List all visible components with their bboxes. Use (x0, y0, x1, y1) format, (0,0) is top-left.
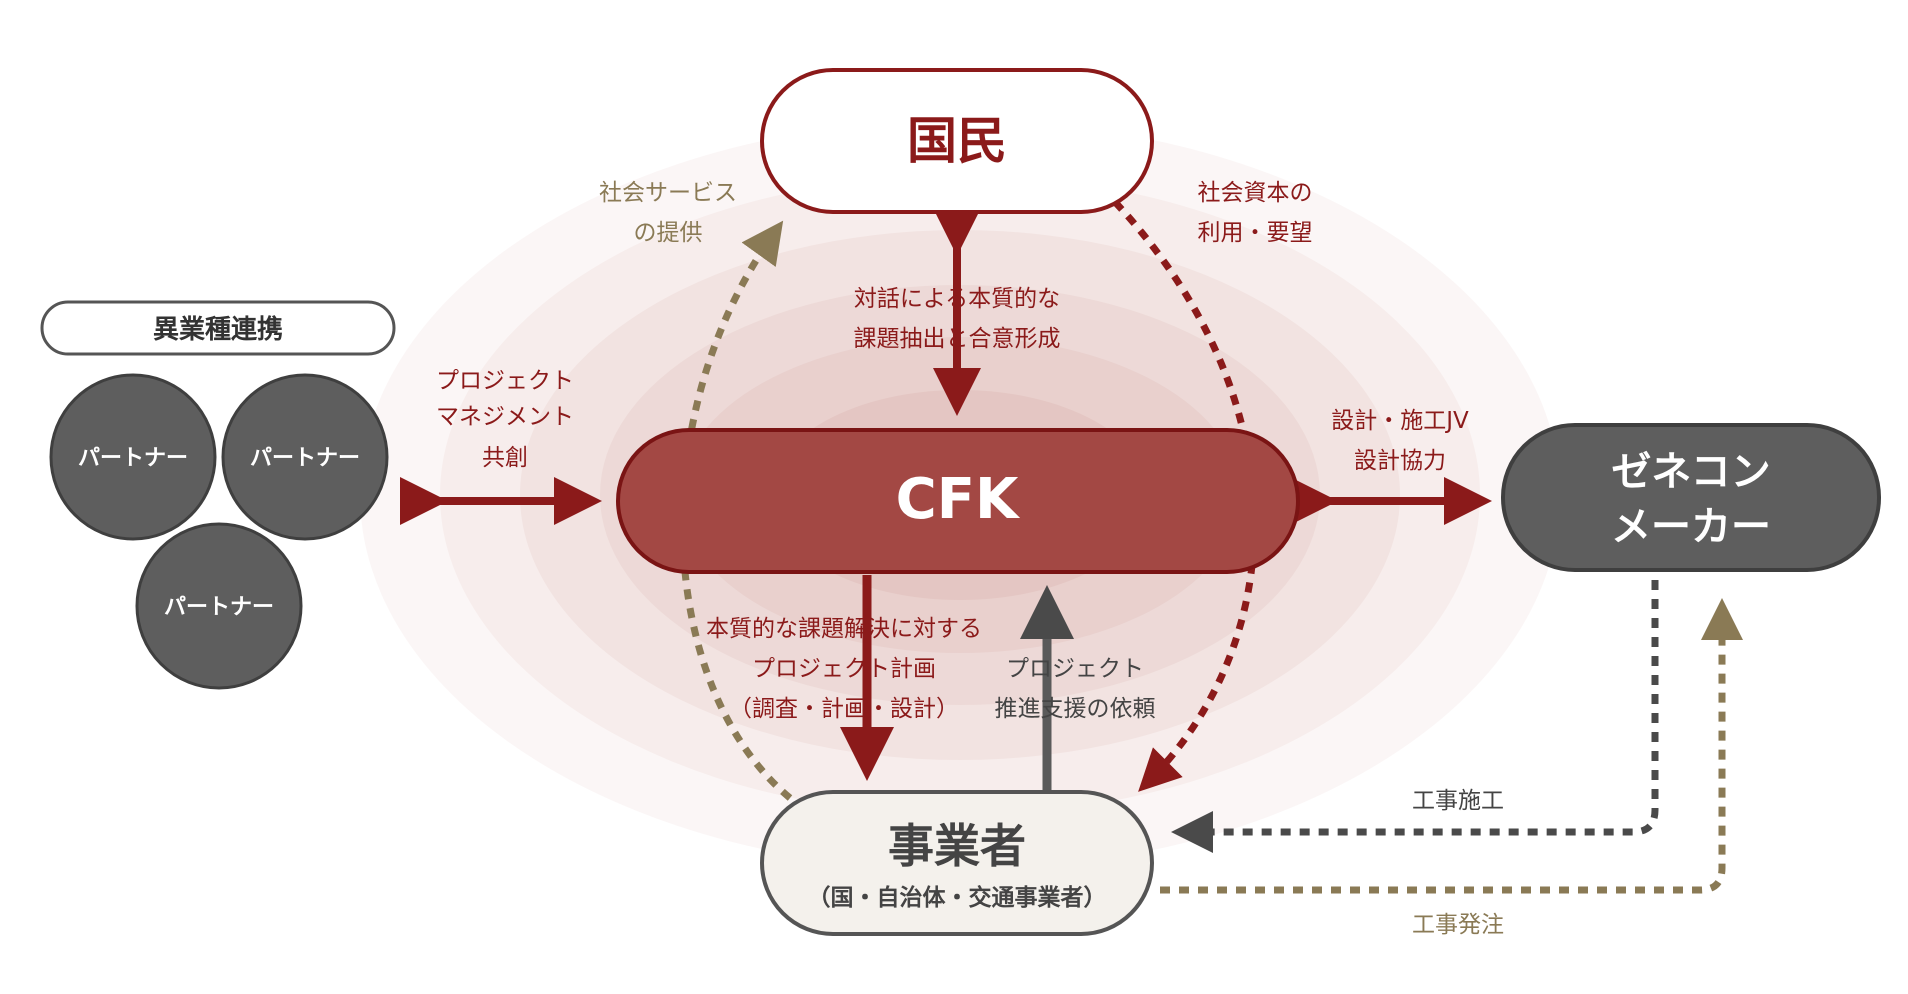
node-jigyosha-label: 事業者 (888, 819, 1026, 873)
node-zenecon: ゼネコン メーカー (1501, 423, 1881, 572)
svg-text:設計協力: 設計協力 (1354, 448, 1446, 474)
svg-text:対話による本質的な: 対話による本質的な (854, 286, 1060, 312)
svg-text:共創: 共創 (482, 445, 528, 471)
partner-label-1: パートナー (78, 446, 188, 471)
partner-label-2: パートナー (250, 446, 360, 471)
node-zenecon-label-1: ゼネコン (1611, 449, 1770, 495)
label-pm: プロジェクト マネジメント 共創 (436, 368, 574, 471)
node-zenecon-label-2: メーカー (1611, 504, 1771, 550)
label-capital: 社会資本の 利用・要望 (1198, 180, 1313, 246)
label-dialog: 対話による本質的な 課題抽出と合意形成 (854, 286, 1061, 352)
partner-group: 異業種連携 パートナー パートナー パートナー (40, 300, 396, 690)
svg-text:推進支援の依頼: 推進支援の依頼 (995, 696, 1156, 722)
partner-circle-2 (221, 373, 389, 541)
node-jigyosha: 事業者 （国・自治体・交通事業者） (760, 790, 1154, 936)
arrow-service-provision (679, 220, 793, 801)
partner-group-label: 異業種連携 (153, 314, 283, 345)
svg-text:利用・要望: 利用・要望 (1198, 220, 1313, 246)
label-design-jv: 設計・施工JV 設計協力 (1331, 408, 1469, 474)
partner-label-3: パートナー (164, 595, 274, 620)
svg-text:設計・施工JV: 設計・施工JV (1331, 408, 1469, 434)
label-service: 社会サービス の提供 (599, 180, 737, 246)
label-construction: 工事施工 (1412, 788, 1504, 814)
arrow-order (1160, 598, 1743, 894)
partner-circle-3 (135, 522, 303, 690)
node-kokumin-label: 国民 (907, 112, 1007, 170)
svg-text:マネジメント: マネジメント (436, 404, 574, 430)
svg-text:プロジェクト: プロジェクト (1006, 656, 1144, 682)
label-support: プロジェクト 推進支援の依頼 (995, 656, 1156, 722)
label-order: 工事発注 (1412, 912, 1504, 938)
node-cfk-label: CFK (896, 467, 1021, 532)
partner-circle-1 (49, 373, 217, 541)
svg-text:社会資本の: 社会資本の (1198, 180, 1313, 206)
node-kokumin: 国民 (760, 68, 1154, 214)
arrow-construction (1171, 580, 1659, 853)
svg-text:プロジェクト計画: プロジェクト計画 (752, 656, 936, 682)
svg-text:本質的な課題解決に対する: 本質的な課題解決に対する (706, 616, 982, 642)
node-jigyosha-sublabel: （国・自治体・交通事業者） (808, 884, 1107, 911)
svg-text:社会サービス: 社会サービス (599, 180, 737, 206)
svg-text:プロジェクト: プロジェクト (436, 368, 574, 394)
label-plan: 本質的な課題解決に対する プロジェクト計画 （調査・計画・設計） (706, 616, 982, 722)
svg-text:課題抽出と合意形成: 課題抽出と合意形成 (854, 326, 1061, 352)
node-cfk: CFK (616, 428, 1300, 574)
svg-text:の提供: の提供 (634, 220, 703, 246)
svg-text:（調査・計画・設計）: （調査・計画・設計） (729, 696, 959, 722)
